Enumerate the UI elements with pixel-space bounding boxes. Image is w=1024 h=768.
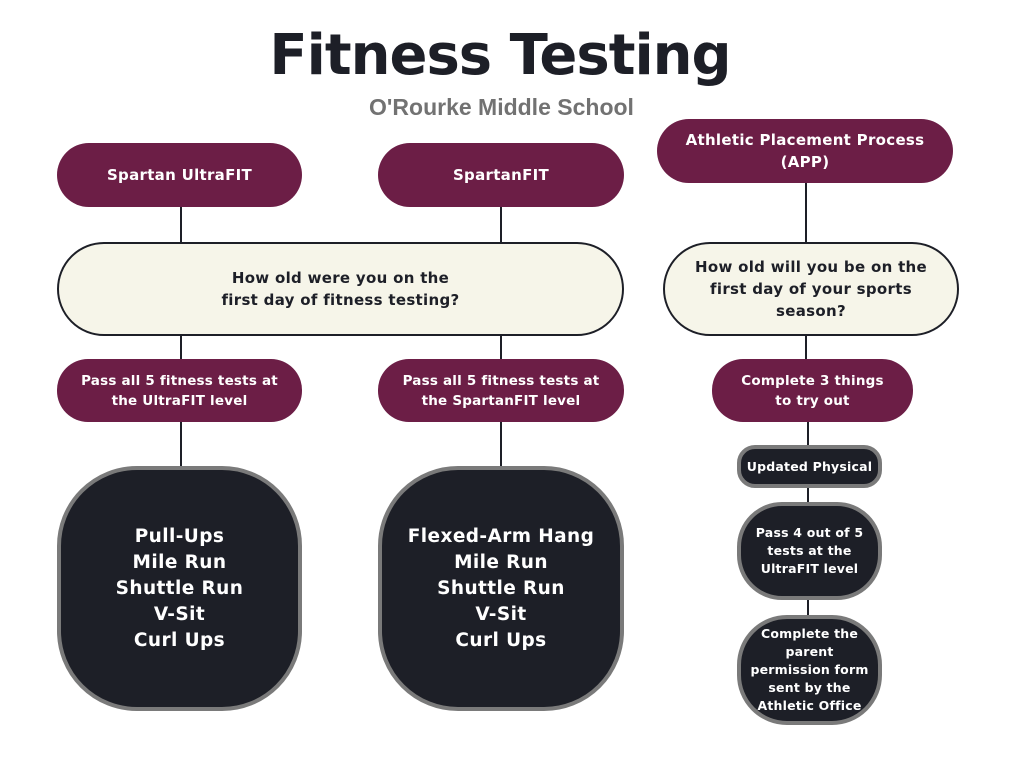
app-head-node: Athletic Placement Process (APP): [657, 119, 953, 183]
updated-physical-node: Updated Physical: [737, 445, 882, 488]
age-question-season-node: How old will you be on the first day of …: [663, 242, 959, 336]
page-title: Fitness Testing: [269, 23, 731, 88]
pass-ultrafit-node: Pass all 5 fitness tests at the UltraFIT…: [57, 359, 302, 422]
ultrafit-tests-node: Pull-Ups Mile Run Shuttle Run V-Sit Curl…: [57, 466, 302, 711]
permission-form-node: Complete the parent permission form sent…: [737, 615, 882, 725]
spartanfit-head-node: SpartanFIT: [378, 143, 624, 207]
pass-spartanfit-node: Pass all 5 fitness tests at the SpartanF…: [378, 359, 624, 422]
pass-four-of-five-node: Pass 4 out of 5 tests at the UltraFIT le…: [737, 502, 882, 600]
page-subtitle: O'Rourke Middle School: [369, 94, 634, 120]
ultrafit-head-node: Spartan UltraFIT: [57, 143, 302, 207]
age-question-fitness-node: How old were you on the first day of fit…: [57, 242, 624, 336]
spartanfit-tests-node: Flexed-Arm Hang Mile Run Shuttle Run V-S…: [378, 466, 624, 711]
complete-three-things-node: Complete 3 things to try out: [712, 359, 913, 422]
